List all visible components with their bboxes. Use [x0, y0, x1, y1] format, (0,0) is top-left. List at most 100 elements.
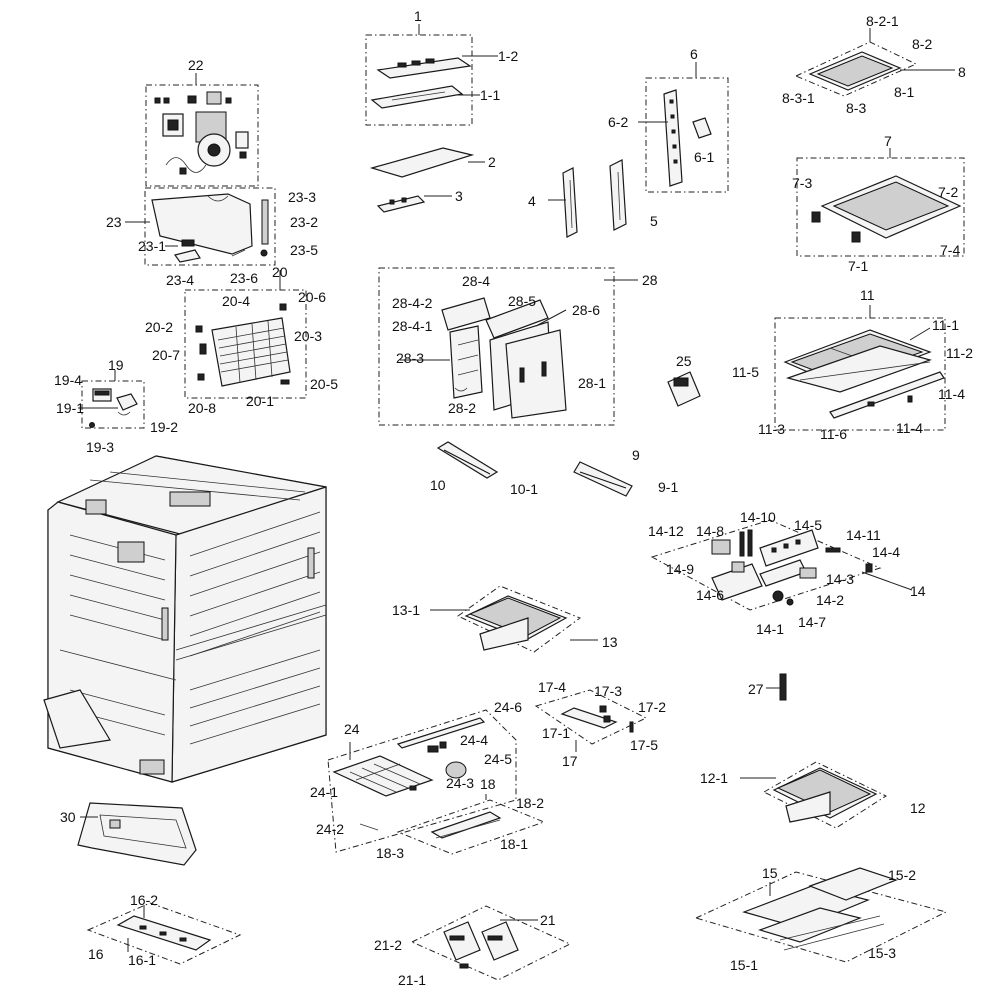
label-17-5: 17-5 [630, 737, 658, 753]
part-group-17 [534, 689, 648, 752]
label-21: 21 [540, 912, 556, 928]
label-23-3: 23-3 [288, 189, 316, 205]
label-11-4b: 11-4 [896, 420, 923, 436]
label-8-1: 8-1 [894, 84, 914, 100]
label-20-6: 20-6 [298, 289, 326, 305]
label-19-4: 19-4 [54, 372, 82, 388]
label-28-4-1: 28-4-1 [392, 318, 433, 334]
label-16-1: 16-1 [128, 952, 156, 968]
label-8: 8 [958, 64, 966, 80]
label-18-2: 18-2 [516, 795, 544, 811]
part-group-28 [378, 267, 638, 426]
label-24-5: 24-5 [484, 751, 512, 767]
part-3 [376, 195, 452, 213]
label-28-2: 28-2 [448, 400, 476, 416]
cabinet-assembly [43, 455, 327, 783]
label-10-1: 10-1 [510, 481, 538, 497]
label-15: 15 [762, 865, 778, 881]
label-19-2: 19-2 [150, 419, 178, 435]
label-24-6: 24-6 [494, 699, 522, 715]
label-6: 6 [690, 46, 698, 62]
label-19-1: 19-1 [56, 400, 84, 416]
label-24: 24 [344, 721, 360, 737]
part-group-6 [638, 62, 729, 193]
label-14-10: 14-10 [740, 509, 776, 525]
label-17-4: 17-4 [538, 679, 566, 695]
label-14-12: 14-12 [648, 523, 684, 539]
label-24-2: 24-2 [316, 821, 344, 837]
part-group-24 [327, 709, 517, 853]
label-7-1: 7-1 [848, 258, 868, 274]
label-21-2: 21-2 [374, 937, 402, 953]
label-1-2: 1-2 [498, 48, 518, 64]
label-3: 3 [455, 188, 463, 204]
label-16-2: 16-2 [130, 892, 158, 908]
label-12: 12 [910, 800, 926, 816]
label-10: 10 [430, 477, 446, 493]
label-13: 13 [602, 634, 618, 650]
label-23-6: 23-6 [230, 270, 258, 286]
label-4: 4 [528, 193, 536, 209]
label-6-2: 6-2 [608, 114, 628, 130]
label-30: 30 [60, 809, 76, 825]
part-group-11 [774, 305, 946, 431]
label-11-1: 11-1 [932, 317, 959, 333]
part-group-13 [430, 585, 598, 653]
part-group-15 [694, 867, 948, 963]
part-group-22 [145, 73, 259, 187]
label-28-5: 28-5 [508, 293, 536, 309]
label-1-1: 1-1 [480, 87, 500, 103]
label-28-4: 28-4 [462, 273, 490, 289]
label-15-2: 15-2 [888, 867, 916, 883]
part-group-16 [86, 902, 242, 965]
label-22: 22 [188, 57, 204, 73]
label-14: 14 [910, 583, 926, 599]
label-25: 25 [676, 353, 692, 369]
label-20-3: 20-3 [294, 328, 322, 344]
part-2 [369, 147, 485, 178]
label-28-4-2: 28-4-2 [392, 295, 433, 311]
label-14-1: 14-1 [756, 621, 784, 637]
label-14-4: 14-4 [872, 544, 900, 560]
label-1: 1 [414, 8, 422, 24]
label-14-3: 14-3 [826, 571, 854, 587]
label-14-8: 14-8 [696, 523, 724, 539]
label-17-2: 17-2 [638, 699, 666, 715]
label-14-5: 14-5 [794, 517, 822, 533]
label-20-7: 20-7 [152, 347, 180, 363]
label-11-4a: 11-4 [938, 386, 965, 402]
label-20-8: 20-8 [188, 400, 216, 416]
part-group-14 [650, 519, 913, 611]
label-28-1: 28-1 [578, 375, 606, 391]
label-20-1: 20-1 [246, 393, 274, 409]
label-9-1: 9-1 [658, 479, 678, 495]
label-23-2: 23-2 [290, 214, 318, 230]
label-14-6: 14-6 [696, 587, 724, 603]
label-12-1: 12-1 [700, 770, 728, 786]
label-24-1: 24-1 [310, 784, 338, 800]
part-group-20 [184, 270, 307, 399]
label-14-11: 14-11 [846, 527, 881, 543]
label-20-2: 20-2 [145, 319, 173, 335]
label-17-3: 17-3 [594, 683, 622, 699]
part-group-12 [740, 761, 888, 829]
part-5 [609, 159, 627, 231]
label-13-1: 13-1 [392, 602, 420, 618]
label-19-3: 19-3 [86, 439, 114, 455]
label-18-3: 18-3 [376, 845, 404, 861]
label-17-1: 17-1 [542, 725, 570, 741]
part-10 [436, 441, 499, 479]
label-9: 9 [632, 447, 640, 463]
label-16: 16 [88, 946, 104, 962]
label-18: 18 [480, 776, 496, 792]
label-17: 17 [562, 753, 578, 769]
label-11-6: 11-6 [820, 426, 847, 442]
label-28-3: 28-3 [396, 350, 424, 366]
label-21-1: 21-1 [398, 972, 426, 988]
part-group-23 [125, 187, 276, 266]
part-group-7 [796, 148, 965, 257]
label-7: 7 [884, 133, 892, 149]
label-20: 20 [272, 264, 288, 280]
label-8-3: 8-3 [846, 100, 866, 116]
